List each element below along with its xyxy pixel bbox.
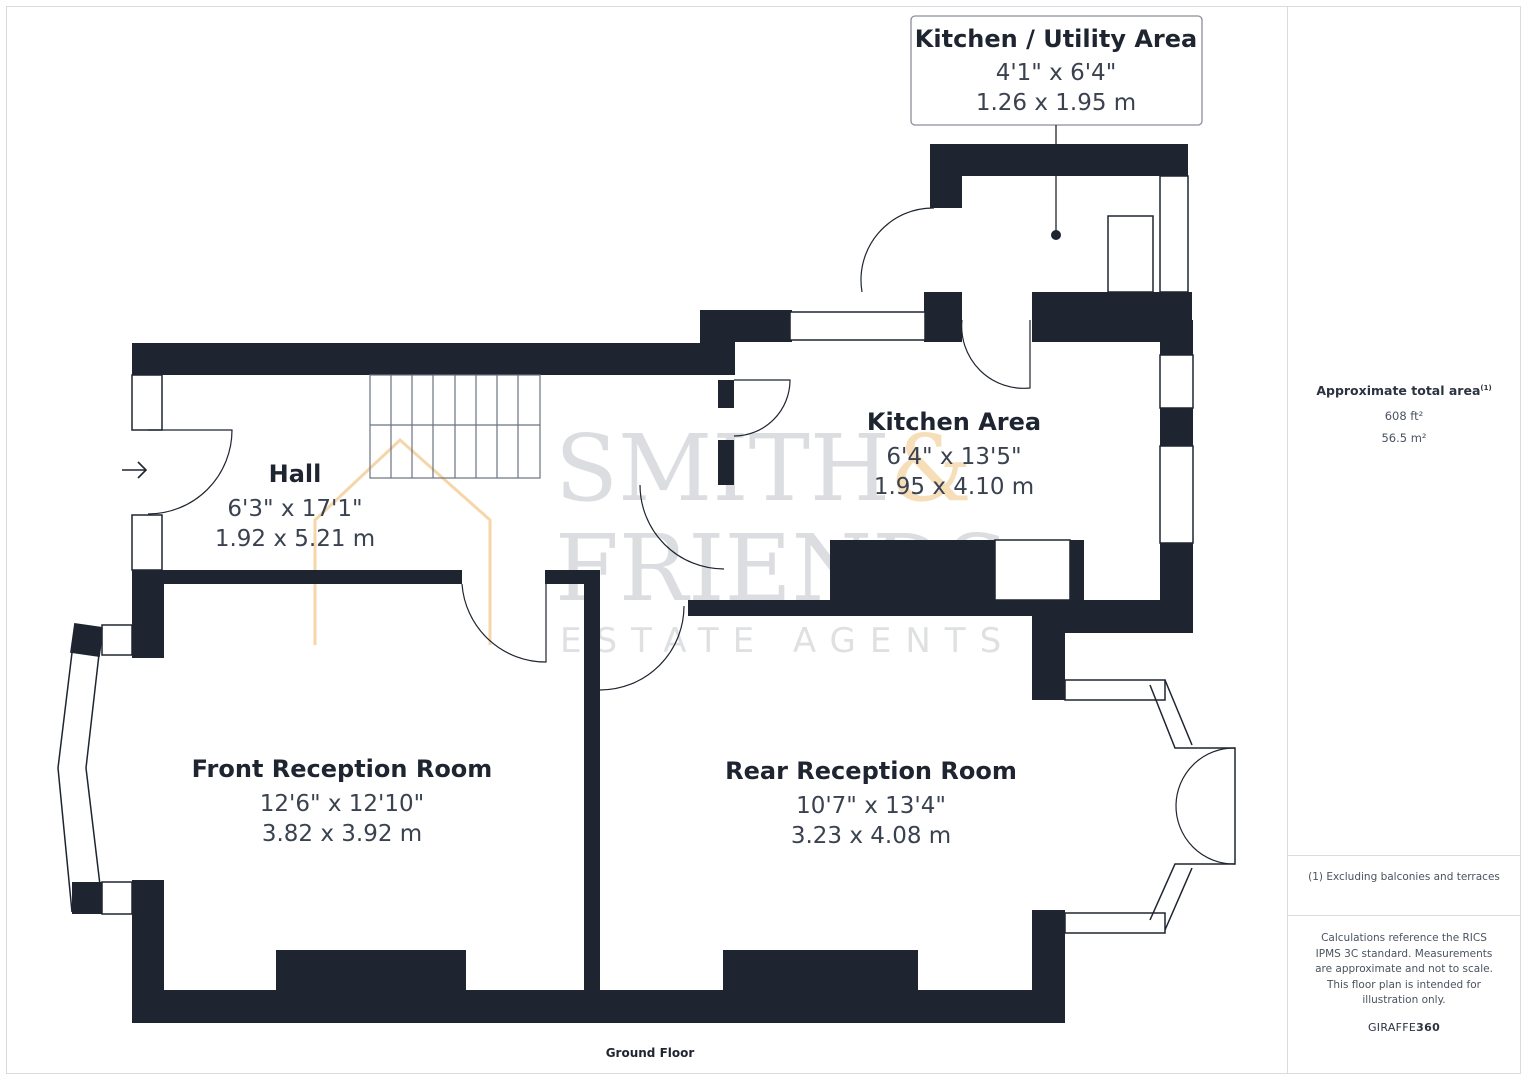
- bay-windows: [57, 627, 1236, 931]
- watermark-house-icon: [313, 437, 492, 645]
- area-title-sup: (1): [1480, 383, 1492, 392]
- kitchen-imperial: 6'4" x 13'5": [886, 444, 1021, 470]
- rear-reception-imperial: 10'7" x 13'4": [796, 793, 946, 819]
- hall-imperial: 6'3" x 17'1": [227, 496, 362, 522]
- rear-reception-metric: 3.23 x 4.08 m: [791, 823, 951, 849]
- floor-label: Ground Floor: [605, 1046, 695, 1060]
- doors: [147, 207, 1236, 865]
- walls: [70, 144, 1193, 1023]
- front-reception-imperial: 12'6" x 12'10": [260, 791, 424, 817]
- floor-plan: SMITH & FRIENDS ESTATE AGENTS: [57, 15, 1236, 1023]
- area-title-text: Approximate total area: [1316, 383, 1481, 398]
- utility-name: Kitchen / Utility Area: [915, 25, 1197, 53]
- front-reception-metric: 3.82 x 3.92 m: [262, 821, 422, 847]
- rear-reception-name: Rear Reception Room: [725, 757, 1017, 785]
- divider: [1288, 855, 1521, 856]
- entrance-arrow-icon: [122, 461, 148, 479]
- calc-note: Calculations reference the RICS IPMS 3C …: [1315, 932, 1493, 1006]
- utility-metric: 1.26 x 1.95 m: [976, 90, 1136, 116]
- staircase: [369, 374, 541, 479]
- info-sidebar: [1287, 6, 1521, 1074]
- front-reception-name: Front Reception Room: [192, 755, 493, 783]
- brand-bold: 360: [1416, 1021, 1441, 1034]
- kitchen-metric: 1.95 x 4.10 m: [874, 474, 1034, 500]
- area-ft: 608 ft²: [1384, 409, 1424, 423]
- brand-light: GIRAFFE: [1367, 1021, 1417, 1034]
- kitchen-name: Kitchen Area: [867, 408, 1041, 436]
- watermark-line3: ESTATE AGENTS: [560, 621, 1015, 661]
- divider: [1288, 915, 1521, 916]
- hall-name: Hall: [269, 460, 322, 488]
- hall-metric: 1.92 x 5.21 m: [215, 526, 375, 552]
- plan-frame: [6, 6, 1521, 1074]
- utility-callout: [910, 15, 1203, 240]
- utility-imperial: 4'1" x 6'4": [996, 60, 1117, 86]
- room-labels: Kitchen / Utility Area 4'1" x 6'4" 1.26 …: [192, 25, 1198, 849]
- windows: [101, 175, 1194, 934]
- footnote: (1) Excluding balconies and terraces: [1308, 871, 1500, 883]
- watermark-amp: &: [890, 415, 972, 522]
- area-m: 56.5 m²: [1381, 431, 1427, 445]
- brand-logo: GIRAFFE360: [1287, 1021, 1521, 1034]
- area-title: Approximate total area(1): [1287, 383, 1521, 398]
